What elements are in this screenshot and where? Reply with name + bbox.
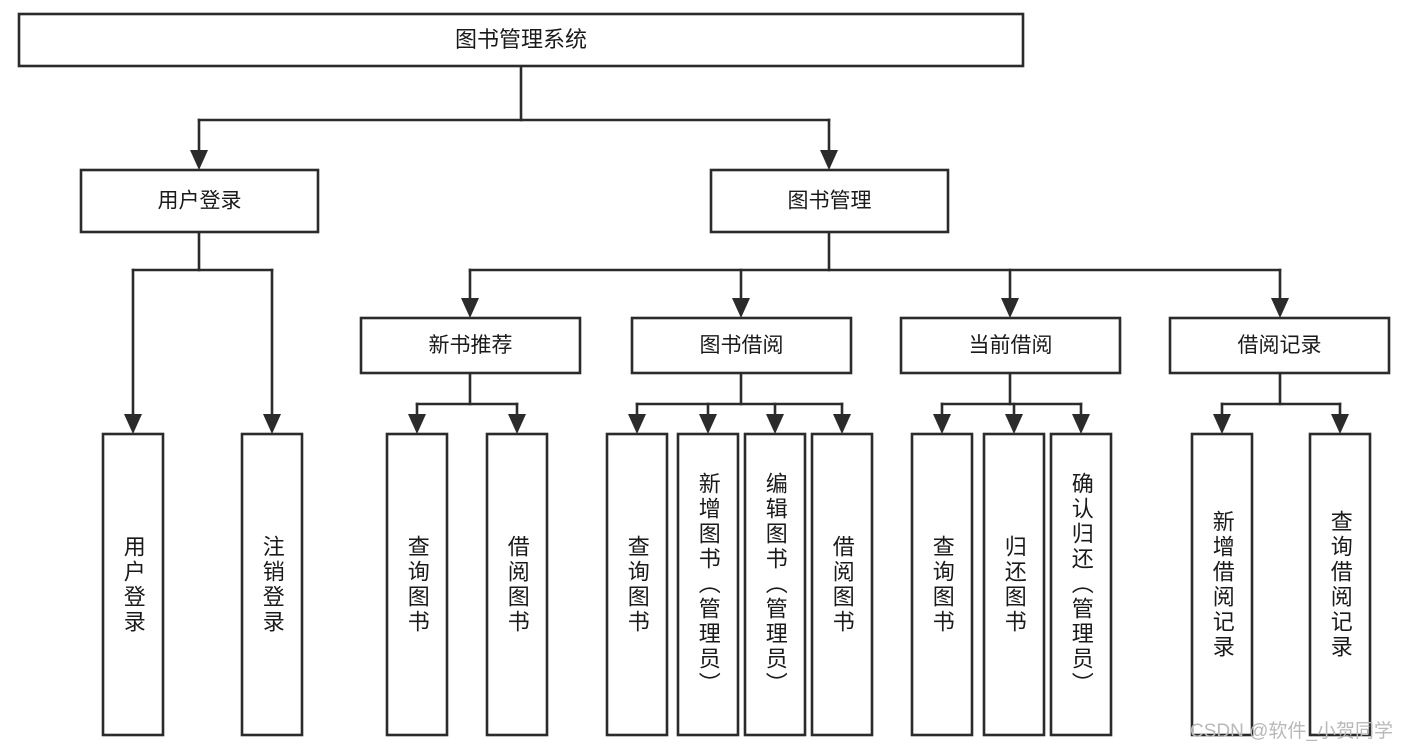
arrow-head-icon — [1005, 414, 1023, 434]
node-leaf-borrow-book-2[interactable] — [810, 432, 874, 737]
node-leaf-confirm-return[interactable] — [1049, 432, 1113, 737]
arrow-head-icon — [628, 414, 646, 434]
node-box-leaf-user-logout — [240, 432, 304, 737]
node-box-leaf-borrow-book-1 — [485, 432, 549, 737]
node-root[interactable] — [17, 12, 1025, 68]
arrow-head-icon — [263, 414, 281, 434]
arrow-head-icon — [1331, 414, 1349, 434]
arrow-head-icon — [124, 414, 142, 434]
node-box-user-login — [79, 168, 320, 234]
connector-layer — [124, 64, 1349, 434]
arrow-head-icon — [833, 414, 851, 434]
node-box-borrow-record — [1168, 316, 1391, 375]
node-leaf-query-book-2[interactable] — [605, 432, 669, 737]
node-box-leaf-confirm-return — [1049, 432, 1113, 737]
node-leaf-user-login[interactable] — [101, 432, 165, 737]
node-box-leaf-borrow-book-2 — [810, 432, 874, 737]
node-borrow-record[interactable] — [1168, 316, 1391, 375]
node-label-current-borrow: 当前借阅 — [969, 334, 1053, 357]
node-box-book-manage — [709, 168, 950, 234]
arrow-head-icon — [1001, 298, 1019, 318]
arrow-head-icon — [408, 414, 426, 434]
node-label-root: 图书管理系统 — [455, 27, 587, 52]
arrow-head-icon — [190, 150, 208, 170]
arrow-head-icon — [766, 414, 784, 434]
node-box-current-borrow — [899, 316, 1122, 375]
node-leaf-query-book-3[interactable] — [910, 432, 974, 737]
node-leaf-borrow-book-1[interactable] — [485, 432, 549, 737]
node-box-root — [17, 12, 1025, 68]
node-box-leaf-add-record — [1190, 432, 1254, 737]
node-box-leaf-query-book-3 — [910, 432, 974, 737]
node-box-leaf-query-book-2 — [605, 432, 669, 737]
node-new-book-recommend[interactable] — [359, 316, 582, 375]
node-leaf-query-record[interactable] — [1308, 432, 1372, 737]
arrow-head-icon — [1271, 298, 1289, 318]
node-box-leaf-query-record — [1308, 432, 1372, 737]
node-box-book-borrow — [630, 316, 853, 375]
watermark-text: CSDN @软件_小贺同学 — [1190, 721, 1393, 742]
node-current-borrow[interactable] — [899, 316, 1122, 375]
arrow-head-icon — [820, 150, 838, 170]
node-leaf-user-logout[interactable] — [240, 432, 304, 737]
node-box-layer — [17, 12, 1391, 737]
node-leaf-add-book[interactable] — [676, 432, 740, 737]
node-label-book-borrow: 图书借阅 — [700, 334, 784, 357]
node-leaf-add-record[interactable] — [1190, 432, 1254, 737]
node-leaf-query-book-1[interactable] — [385, 432, 449, 737]
node-book-borrow[interactable] — [630, 316, 853, 375]
node-label-borrow-record: 借阅记录 — [1238, 334, 1322, 357]
node-box-leaf-query-book-1 — [385, 432, 449, 737]
arrow-head-icon — [933, 414, 951, 434]
node-box-leaf-user-login — [101, 432, 165, 737]
node-label-book-manage: 图书管理 — [788, 190, 872, 213]
node-book-manage[interactable] — [709, 168, 950, 234]
node-box-leaf-add-book — [676, 432, 740, 737]
node-leaf-edit-book[interactable] — [743, 432, 807, 737]
node-leaf-return-book[interactable] — [982, 432, 1046, 737]
arrow-head-icon — [1072, 414, 1090, 434]
arrow-head-icon — [508, 414, 526, 434]
node-label-new-book-recommend: 新书推荐 — [429, 334, 513, 357]
arrow-head-icon — [1213, 414, 1231, 434]
arrow-head-icon — [699, 414, 717, 434]
node-box-leaf-edit-book — [743, 432, 807, 737]
node-user-login[interactable] — [79, 168, 320, 234]
arrow-head-icon — [732, 298, 750, 318]
node-box-new-book-recommend — [359, 316, 582, 375]
node-label-user-login: 用户登录 — [158, 190, 242, 213]
arrow-head-icon — [461, 298, 479, 318]
node-box-leaf-return-book — [982, 432, 1046, 737]
